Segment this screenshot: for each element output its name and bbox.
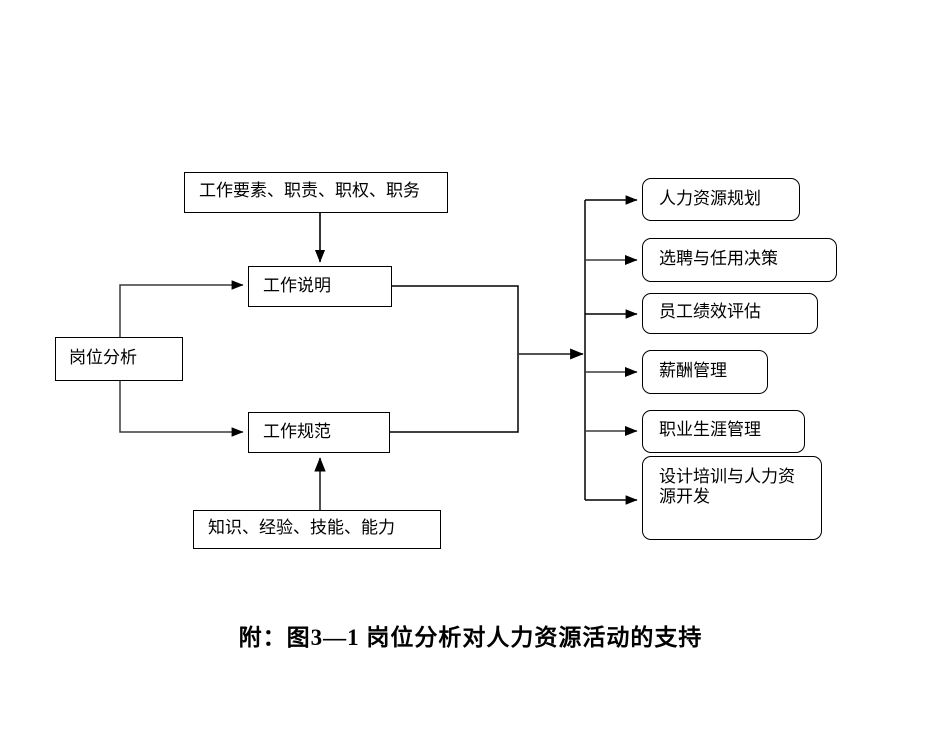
connector-analysis-to-job-spec [119,381,244,437]
node-job-description[interactable]: 工作说明 [248,266,392,307]
node-job-specification[interactable]: 工作规范 [248,412,390,453]
node-output-training-development[interactable]: 设计培训与人力资 源开发 [642,456,822,540]
node-output-performance-evaluation-label: 员工绩效评估 [659,302,761,321]
connector-job-spec-to-merge [390,354,519,433]
node-job-description-label: 工作说明 [263,276,331,295]
node-output-career-management-label: 职业生涯管理 [659,420,761,439]
node-output-compensation-management-label: 薪酬管理 [659,361,727,380]
node-output-hr-planning-label: 人力资源规划 [659,189,761,208]
node-input-top[interactable]: 工作要素、职责、职权、职务 [184,172,448,213]
node-input-bottom-label: 知识、经验、技能、能力 [208,518,395,537]
connector-analysis-to-job-desc [119,280,244,337]
node-output-compensation-management[interactable]: 薪酬管理 [642,350,768,394]
node-job-specification-label: 工作规范 [263,422,331,441]
node-input-top-label: 工作要素、职责、职权、职务 [199,181,420,200]
figure-caption: 附：图3—1 岗位分析对人力资源活动的支持 [238,625,703,650]
node-job-analysis-label: 岗位分析 [69,348,137,367]
node-output-training-development-label: 设计培训与人力资 源开发 [659,467,795,507]
node-output-recruitment-decision[interactable]: 选聘与任用决策 [642,238,837,282]
node-output-career-management[interactable]: 职业生涯管理 [642,410,805,453]
connector-job-desc-to-merge [392,285,519,354]
node-job-analysis[interactable]: 岗位分析 [55,337,183,381]
node-output-performance-evaluation[interactable]: 员工绩效评估 [642,293,818,334]
node-output-hr-planning[interactable]: 人力资源规划 [642,178,800,221]
node-input-bottom[interactable]: 知识、经验、技能、能力 [193,510,441,549]
node-output-recruitment-decision-label: 选聘与任用决策 [659,249,778,268]
